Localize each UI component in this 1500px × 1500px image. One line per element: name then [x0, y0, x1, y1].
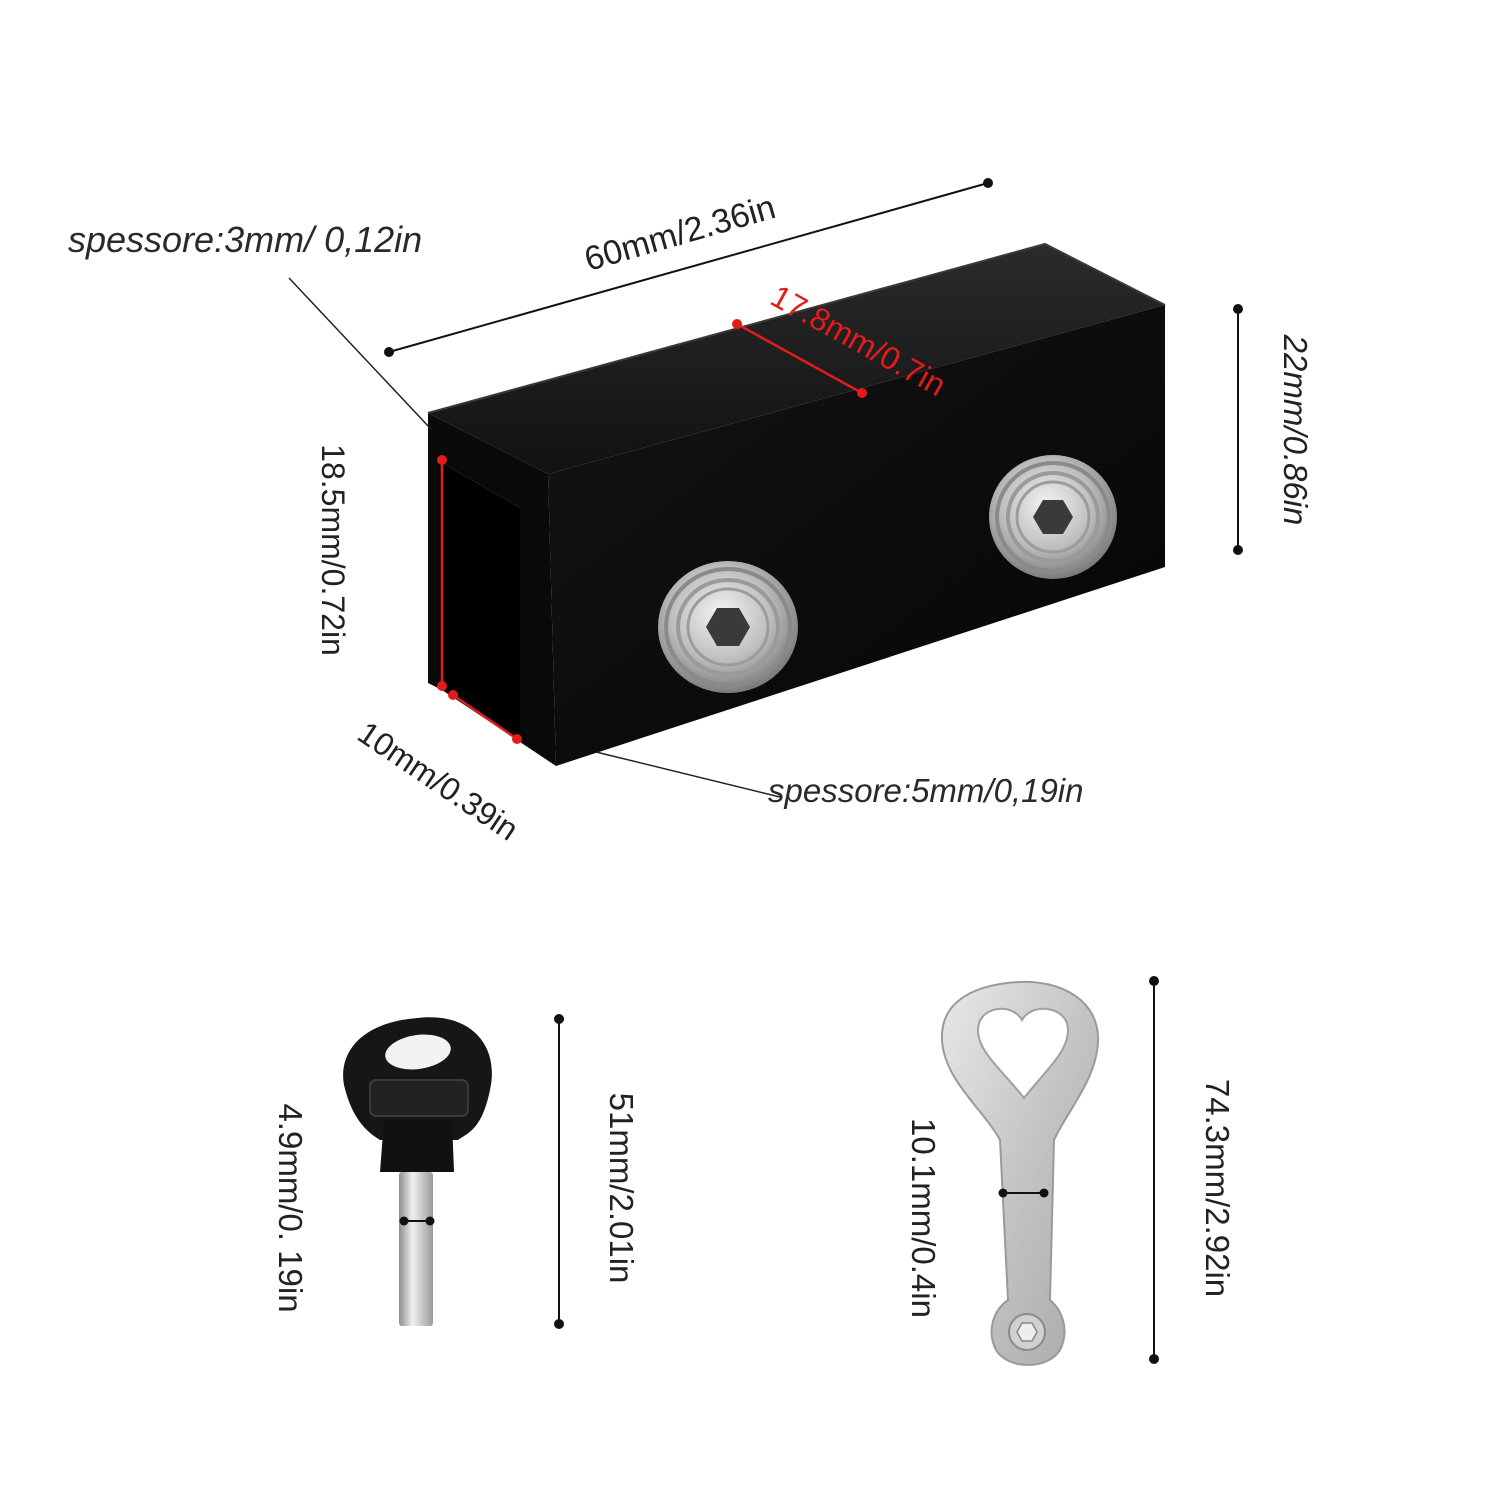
key-diameter-dimension: 4.9mm/0. 19in: [272, 1103, 435, 1313]
bracket-top-face: [428, 244, 1165, 474]
wrench-length-dimension: 74.3mm/2.92in: [1149, 976, 1236, 1364]
thickness-top-label: spessore:3mm/ 0,12in: [68, 219, 422, 260]
inner-height-label: 18.5mm/0.72in: [315, 444, 351, 656]
key-diameter-label: 4.9mm/0. 19in: [272, 1103, 309, 1312]
height-dimension: 22mm/0.86in: [1233, 304, 1314, 555]
key-length-label: 51mm/2.01in: [603, 1093, 640, 1284]
heart-wrench-icon: [940, 980, 1100, 1366]
lock-key-icon: [343, 1017, 492, 1326]
hex-set-screw-icon: [658, 561, 798, 693]
bracket-channel-opening: [442, 463, 520, 742]
length-label: 60mm/2.36in: [580, 188, 779, 279]
thickness-bottom-callout: spessore:5mm/0,19in: [595, 751, 1083, 809]
inner-height-dimension: 18.5mm/0.72in: [315, 444, 447, 691]
bracket-end-face: [428, 413, 556, 766]
height-label: 22mm/0.86in: [1277, 334, 1314, 526]
wrench-width-dimension: 10.1mm/0.4in: [905, 1118, 1049, 1318]
slot-width-label: 10mm/0.39in: [351, 714, 524, 847]
thickness-bottom-label: spessore:5mm/0,19in: [768, 772, 1083, 809]
thickness-top-callout: spessore:3mm/ 0,12in: [68, 219, 431, 429]
wrench-width-label: 10.1mm/0.4in: [905, 1118, 942, 1318]
key-length-dimension: 51mm/2.01in: [554, 1014, 640, 1329]
wrench-length-label: 74.3mm/2.92in: [1199, 1079, 1236, 1297]
hex-set-screw-icon: [989, 455, 1117, 579]
